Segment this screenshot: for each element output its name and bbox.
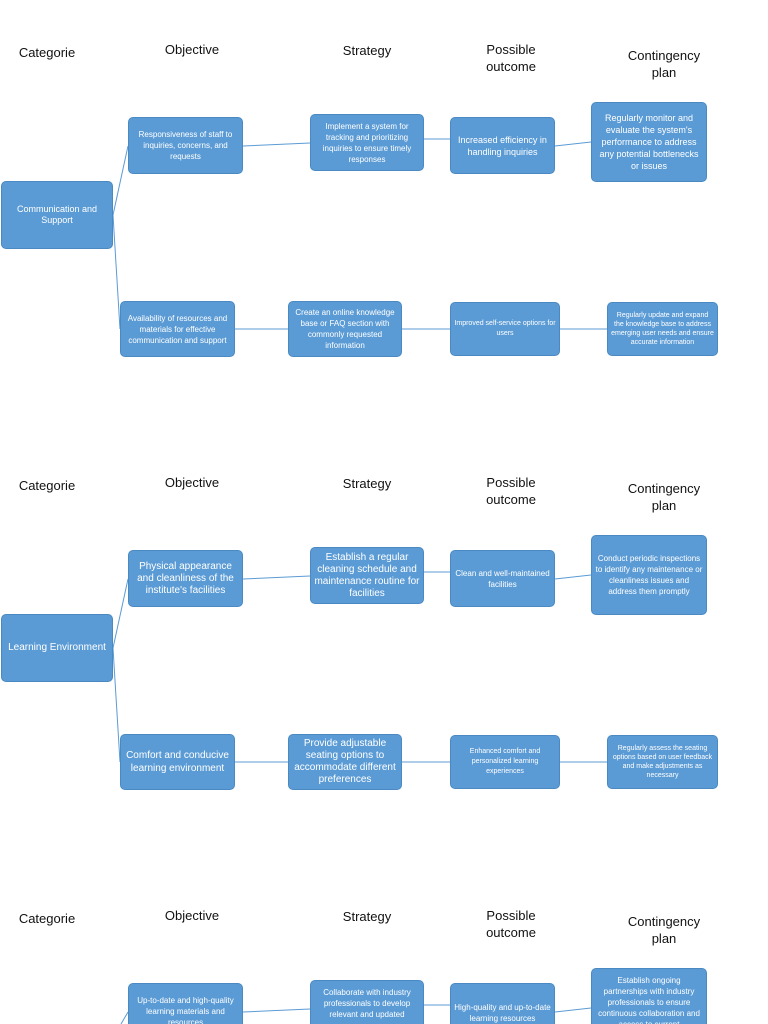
diagram-section-2: Categorie Objective Strategy Possible ou… [0,433,768,863]
header-objective: Objective [164,908,220,923]
contingency-box: Establish ongoing partnerships with indu… [591,968,707,1024]
outcome-text: Enhanced comfort and personalized learni… [469,748,541,775]
outcome-box: High-quality and up-to-date learning res… [450,983,555,1024]
objective-text: Physical appearance and cleanliness of t… [137,560,234,596]
outcome-box: Increased efficiency in handling inquiri… [450,117,555,174]
objective-box: Comfort and conducive learning environme… [120,734,235,790]
strategy-text: Implement a system for tracking and prio… [322,121,412,164]
strategy-box: Establish a regular cleaning schedule an… [310,547,424,604]
contingency-text: Conduct periodic inspections to identify… [595,554,703,596]
outcome-text: High-quality and up-to-date learning res… [454,1003,551,1023]
header-contingency-plan: Contingency plan [627,914,701,946]
strategy-text: Create an online knowledge base or FAQ s… [295,308,395,350]
contingency-box: Regularly monitor and evaluate the syste… [591,102,707,182]
header-contingency-plan: Contingency plan [627,48,701,80]
strategy-text: Collaborate with industry professionals … [323,988,411,1019]
header-contingency-plan: Contingency plan [627,481,701,513]
strategy-box: Provide adjustable seating options to ac… [288,734,402,790]
header-categorie: Categorie [18,911,76,926]
contingency-box: Regularly assess the seating options bas… [607,735,718,789]
contingency-box: Regularly update and expand the knowledg… [607,302,718,356]
objective-text: Up-to-date and high-quality learning mat… [137,996,234,1024]
category-label: Communication and Support [16,204,98,225]
header-categorie: Categorie [18,478,76,493]
objective-text: Comfort and conducive learning environme… [126,750,229,774]
header-possible-outcome: Possible outcome [486,475,536,507]
contingency-text: Regularly monitor and evaluate the syste… [599,113,699,171]
strategy-box: Implement a system for tracking and prio… [310,114,424,171]
outcome-text: Improved self-service options for users [454,320,556,337]
objective-box: Up-to-date and high-quality learning mat… [128,983,243,1024]
diagram-section-1: Categorie Objective Strategy Possible ou… [0,0,768,430]
header-strategy: Strategy [342,909,392,924]
diagram-section-3: Categorie Objective Strategy Possible ou… [0,866,768,1024]
strategy-box: Collaborate with industry professionals … [310,980,424,1024]
strategy-text: Provide adjustable seating options to ac… [294,738,396,785]
outcome-text: Clean and well-maintained facilities [455,568,550,589]
outcome-text: Increased efficiency in handling inquiri… [458,134,547,157]
contingency-text: Regularly assess the seating options bas… [612,745,713,779]
strategy-box: Create an online knowledge base or FAQ s… [288,301,402,357]
objective-box: Physical appearance and cleanliness of t… [128,550,243,607]
header-objective: Objective [164,475,220,490]
contingency-text: Establish ongoing partnerships with indu… [598,976,700,1024]
header-objective: Objective [164,42,220,57]
outcome-box: Clean and well-maintained facilities [450,550,555,607]
outcome-box: Enhanced comfort and personalized learni… [450,735,560,789]
objective-text: Availability of resources and materials … [127,313,228,345]
header-categorie: Categorie [18,45,76,60]
header-possible-outcome: Possible outcome [486,42,536,74]
strategy-text: Establish a regular cleaning schedule an… [314,551,420,599]
objective-box: Availability of resources and materials … [120,301,235,357]
objective-box: Responsiveness of staff to inquiries, co… [128,117,243,174]
header-strategy: Strategy [342,476,392,491]
category-label: Learning Environment [8,642,106,653]
header-possible-outcome: Possible outcome [486,908,536,940]
connector-lines [112,138,607,330]
category-box: Learning Environment [1,614,113,682]
connector-lines [120,1004,592,1024]
contingency-box: Conduct periodic inspections to identify… [591,535,707,615]
outcome-box: Improved self-service options for users [450,302,560,356]
connector-lines [112,571,607,763]
category-box: Communication and Support [1,181,113,249]
contingency-text: Regularly update and expand the knowledg… [611,312,714,346]
objective-text: Responsiveness of staff to inquiries, co… [138,130,233,161]
header-strategy: Strategy [342,43,392,58]
